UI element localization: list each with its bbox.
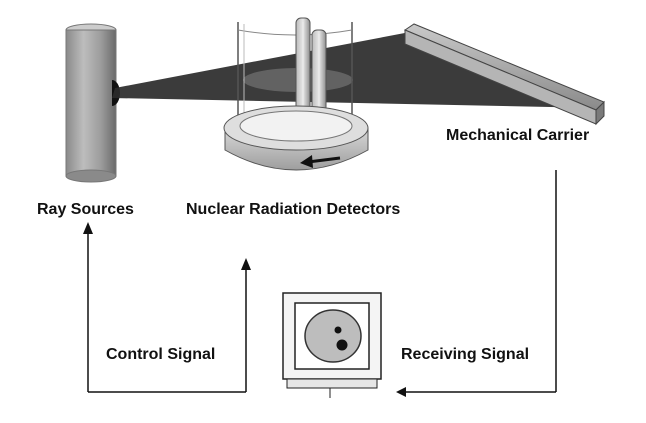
rotation-arrow: [307, 156, 341, 164]
ct-slice-image: [304, 309, 362, 363]
computer-monitor: [282, 292, 382, 398]
rotating-ring-base: [223, 105, 369, 171]
rotation-arrow-head: [300, 155, 313, 168]
receiving-signal-line: [396, 170, 557, 397]
ray-source-cylinder: [65, 23, 120, 183]
mechanical-carrier-bar: [403, 23, 605, 126]
radiation-beam: [112, 32, 600, 108]
control-signal-arrow-source: [83, 222, 93, 392]
control-signal-arrow-detectors: [241, 258, 251, 392]
control-signal-label: Control Signal: [106, 346, 216, 363]
ray-sources-label: Ray Sources: [37, 201, 134, 218]
mechanical-carrier-label: Mechanical Carrier: [446, 127, 590, 144]
receiving-signal-label: Receiving Signal: [401, 346, 530, 363]
detectors-label: Nuclear Radiation Detectors: [186, 201, 401, 218]
